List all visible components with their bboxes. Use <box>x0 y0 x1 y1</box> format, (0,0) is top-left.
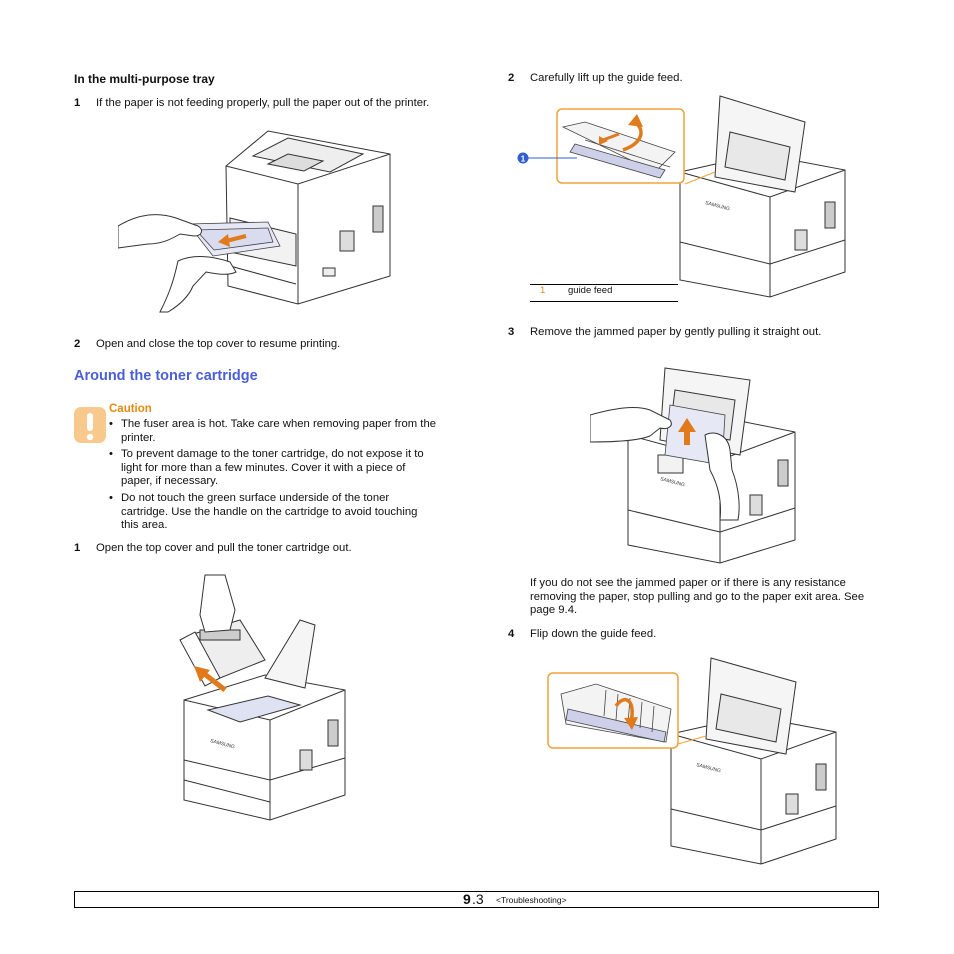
subheading-multipurpose-tray: In the multi-purpose tray <box>74 72 215 86</box>
page-number-major: 9 <box>463 891 471 907</box>
step-text: Open and close the top cover to resume p… <box>96 338 341 350</box>
figure-remove-jammed-paper: SAMSUNG <box>590 367 796 564</box>
step-text: Carefully lift up the guide feed. <box>530 72 683 84</box>
step-number: 2 <box>508 72 515 84</box>
callout-number: 1 <box>521 155 526 164</box>
legend-number: 1 <box>540 285 546 296</box>
step-number: 1 <box>74 97 81 109</box>
step-text: Flip down the guide feed. <box>530 628 657 640</box>
figure-guide-feed-flip: SAMSUNG <box>547 657 837 865</box>
figure-guide-feed-lift: SAMSUNG 1 <box>517 95 846 298</box>
note-resistance: If you do not see the jammed paper or if… <box>530 577 865 617</box>
legend-rule-top <box>530 284 678 285</box>
step-number: 1 <box>74 542 81 554</box>
legend-rule-bottom <box>530 301 678 302</box>
page-footer: 9 .3 <Troubleshooting> <box>74 891 879 908</box>
figure-mp-tray-jam <box>118 130 391 313</box>
caution-title: Caution <box>109 403 152 415</box>
callout-badge <box>517 152 529 164</box>
step-number: 4 <box>508 628 515 640</box>
legend-label: guide feed <box>568 285 613 296</box>
step-text: If the paper is not feeding properly, pu… <box>96 97 430 109</box>
footer-section: <Troubleshooting> <box>496 895 567 905</box>
figure-toner-removal: SAMSUNG <box>179 574 346 821</box>
step-text: Remove the jammed paper by gently pullin… <box>530 326 822 338</box>
caution-icon <box>74 407 106 443</box>
step-number: 2 <box>74 338 81 350</box>
section-title-toner: Around the toner cartridge <box>74 368 258 384</box>
page-number-minor: .3 <box>472 891 484 907</box>
step-number: 3 <box>508 326 515 338</box>
step-text: Open the top cover and pull the toner ca… <box>96 542 352 554</box>
